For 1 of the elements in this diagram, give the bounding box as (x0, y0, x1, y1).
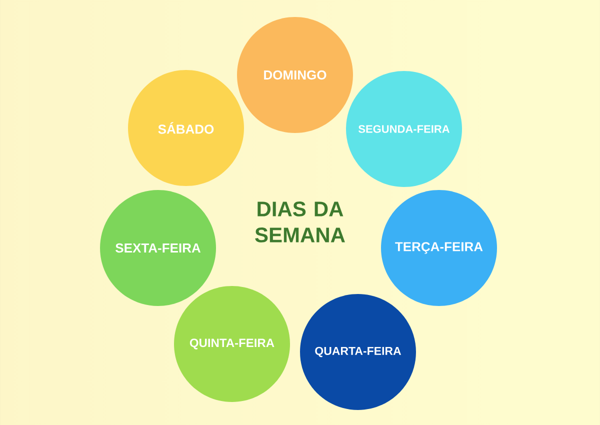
center-title: DIAS DA SEMANA (255, 202, 345, 242)
